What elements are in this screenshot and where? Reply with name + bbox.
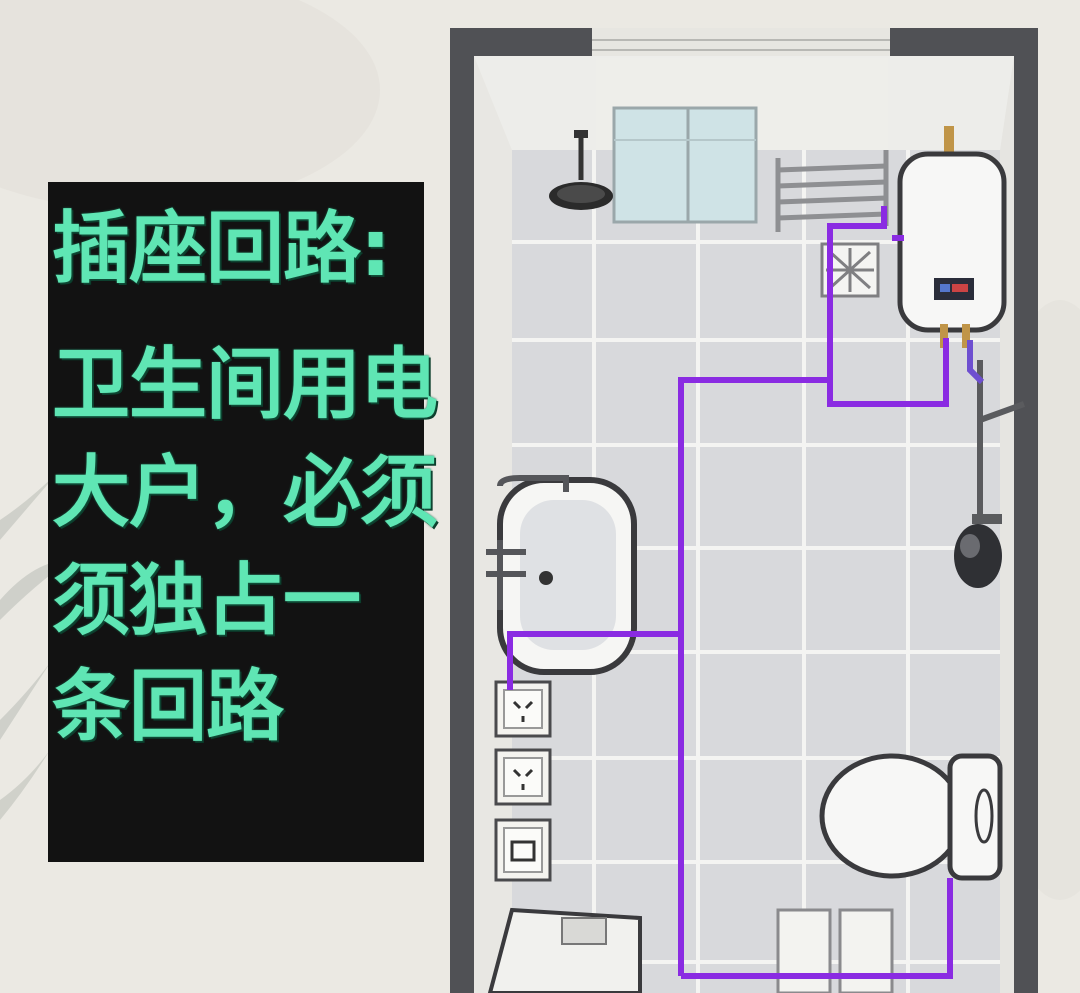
radiator-vents (776, 908, 894, 993)
bottom-cabinet (487, 907, 642, 993)
shower-glass-panel (596, 58, 888, 224)
toilet-icon (819, 753, 1003, 881)
bamboo-leaves-decoration (0, 470, 70, 820)
socket-icon (494, 748, 552, 806)
caption-line-3: 须独占一 (52, 556, 361, 646)
towel-rack-icon (775, 150, 889, 232)
socket-icon (494, 818, 552, 882)
caption-line-4: 条回路 (52, 662, 284, 752)
water-heater-icon (897, 126, 1007, 348)
water-pipe (967, 340, 985, 385)
hand-shower-icon (954, 360, 1026, 588)
shower-head-icon (549, 130, 613, 210)
socket-circuit-wire (507, 206, 953, 979)
sink-icon (486, 475, 637, 675)
caption-title: 插座回路: (52, 204, 391, 294)
socket-icon (494, 680, 552, 738)
caption-line-1: 卫生间用电 (52, 340, 438, 430)
caption-panel (48, 182, 424, 862)
caption-line-2: 大户，必须 (52, 448, 438, 538)
